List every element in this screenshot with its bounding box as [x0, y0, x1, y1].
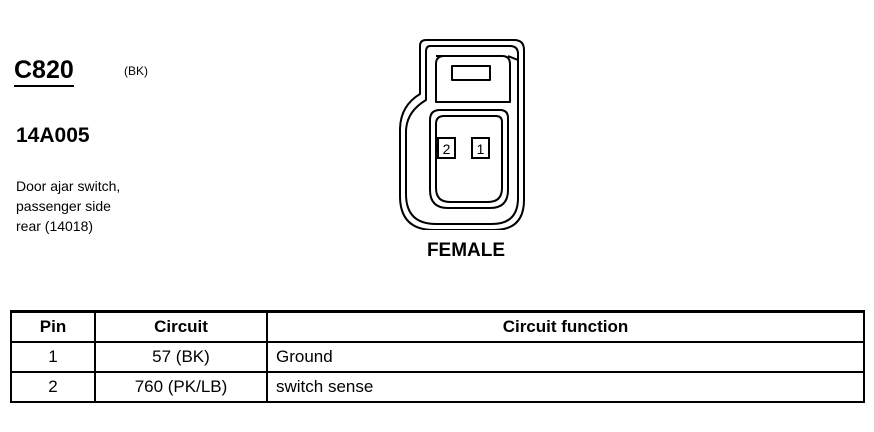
connector-outer-shell: [399, 39, 525, 230]
connector-inner-body: [429, 109, 509, 209]
table-row: 2 760 (PK/LB) switch sense: [10, 371, 865, 403]
cavity-1: 1: [471, 137, 490, 159]
description-line: Door ajar switch,: [16, 178, 121, 194]
header-pin: Pin: [10, 310, 96, 343]
pin-cell: 2: [10, 371, 96, 403]
header-circuit-function: Circuit function: [266, 310, 865, 343]
locking-tab: [435, 55, 511, 103]
cavity-label: 2: [443, 141, 451, 157]
color-code: (BK): [124, 64, 148, 78]
function-cell: Ground: [266, 341, 865, 373]
function-cell: switch sense: [266, 371, 865, 403]
latch-slot: [451, 65, 491, 81]
pinout-table: Pin Circuit Circuit function 1 57 (BK) G…: [10, 310, 865, 403]
description-line: passenger side: [16, 198, 111, 214]
circuit-cell: 760 (PK/LB): [94, 371, 268, 403]
component-description: Door ajar switch, passenger side rear (1…: [16, 176, 176, 236]
lock-rail: [507, 55, 519, 90]
header-circuit: Circuit: [94, 310, 268, 343]
part-number: 14A005: [16, 124, 90, 147]
description-line: rear (14018): [16, 218, 94, 234]
pin-cell: 1: [10, 341, 96, 373]
table-header-row: Pin Circuit Circuit function: [10, 310, 865, 343]
table-row: 1 57 (BK) Ground: [10, 341, 865, 373]
cavity-2: 2: [437, 137, 456, 159]
view-label: FEMALE: [426, 240, 506, 261]
circuit-cell: 57 (BK): [94, 341, 268, 373]
connector-face-drawing: 2 1: [399, 39, 525, 230]
cavity-label: 1: [477, 141, 485, 157]
connector-id: C820: [14, 56, 74, 87]
connector-shell-inner-line: [405, 45, 519, 225]
